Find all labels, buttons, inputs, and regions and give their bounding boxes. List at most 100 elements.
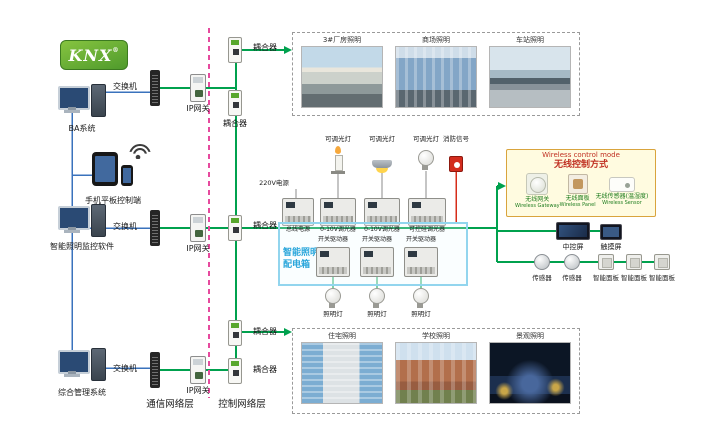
fire-alarm-icon: [449, 156, 463, 172]
sensor-label: 传感器: [532, 274, 552, 282]
scene-photo: [489, 46, 571, 108]
scene-label: 住宅照明: [328, 332, 356, 340]
scene-item: 商场照明: [395, 35, 477, 108]
module-label-switch-actuator: 开关驱动器: [405, 236, 436, 243]
registered-mark: ®: [112, 46, 120, 54]
switch-label: 交换机: [113, 364, 137, 373]
lamp-label: 照明灯: [323, 310, 343, 318]
smart-panel-icon: [654, 254, 670, 270]
panel-title-line1: 智能照明: [283, 248, 320, 258]
wireless-device-label-en: Wireless Sensor: [602, 200, 642, 207]
coupler-icon: [228, 215, 242, 241]
bulb-icon: [418, 150, 434, 171]
ip-gateway-icon: [190, 356, 206, 384]
wireless-device-label-cn: 无线网关: [525, 196, 550, 204]
load-label-dimmable-lamp: 可调光灯: [369, 135, 395, 143]
monitor-stand: [68, 371, 76, 374]
candle-lamp-icon: [331, 146, 345, 174]
scene-photo: [301, 342, 383, 404]
coupler-label: 耦合器: [253, 43, 277, 52]
ip-gateway-label: IP网关: [186, 244, 210, 253]
sensor-icon: [534, 254, 550, 270]
wireless-device: 无线网关 Wireless Gateway: [515, 173, 560, 209]
coupler-icon: [228, 37, 242, 63]
load-label-dimmable-lamp: 可调光灯: [413, 135, 439, 143]
bulb-icon: [325, 288, 341, 309]
bulb-icon: [413, 288, 429, 309]
tablet-icon: [92, 152, 118, 186]
power-label: 220V电源: [259, 179, 289, 187]
din-module-icon: [320, 198, 356, 226]
smart-panel-icon: [598, 254, 614, 270]
scene-label: 3#厂房照明: [322, 36, 362, 44]
wireless-device: 无线面板 Wireless Panel: [560, 173, 596, 209]
switch-label: 交换机: [113, 82, 137, 91]
sensor-icon: [564, 254, 580, 270]
load-label-fire-signal: 消防信号: [443, 135, 469, 143]
scene-item: 住宅照明: [301, 331, 383, 404]
wireless-device-label-cn: 无线传感器(温湿度): [595, 193, 649, 201]
switch-label: 交换机: [113, 222, 137, 231]
module-label-bus-psu: 总线电源: [285, 226, 310, 233]
wireless-gateway-icon: [526, 173, 549, 196]
coupler-label: 耦合器: [253, 365, 277, 374]
din-module-icon: [360, 247, 394, 277]
din-module-icon: [404, 247, 438, 277]
panel-title: 智能照明 配电箱: [283, 248, 319, 271]
desktop-computer-icon: [58, 204, 106, 238]
module-label-switch-actuator: 开关驱动器: [317, 236, 348, 243]
scene-photo: [489, 342, 571, 404]
central-screen-label: 中控屏: [562, 243, 584, 251]
switch-icon: [150, 352, 160, 388]
scene-label: 车站照明: [516, 36, 544, 44]
knx-logo-text: KNX: [68, 45, 113, 65]
load-label-dimmable-lamp: 可调光灯: [325, 135, 351, 143]
panel-title-line2: 配电箱: [283, 259, 311, 270]
touch-screen-icon: [600, 224, 622, 240]
scene-item: 3#厂房照明: [301, 35, 383, 108]
layer-label-control: 控制网络层: [218, 399, 266, 410]
scene-photo: [301, 46, 383, 108]
lamp-label: 照明灯: [367, 310, 387, 318]
coupler-icon: [228, 320, 242, 346]
din-module-icon: [364, 198, 400, 226]
top-scene-group: 3#厂房照明 商场照明 车站照明: [292, 32, 580, 116]
lamp-label: 照明灯: [411, 310, 431, 318]
bottom-scene-group: 住宅照明 学校照明 景观照明: [292, 328, 580, 414]
module-label-dimmer: 0-10V调光器: [364, 226, 400, 233]
desktop-computer-icon: [58, 84, 106, 118]
din-module-icon: [408, 198, 446, 226]
smart-panel-icon: [626, 254, 642, 270]
monitor-stand: [68, 107, 76, 110]
module-label-switch-actuator: 开关驱动器: [361, 236, 392, 243]
bulb-icon: [369, 288, 385, 309]
coupler-icon: [228, 90, 242, 116]
wireless-control-box: Wireless control mode 无线控制方式 无线网关 Wirele…: [506, 149, 656, 217]
coupler-icon: [228, 358, 242, 384]
wireless-title-en: Wireless control mode: [542, 151, 620, 159]
scene-item: 学校照明: [395, 331, 477, 404]
scene-label: 景观照明: [516, 332, 544, 340]
downlight-icon: [372, 160, 392, 173]
knx-logo: KNX®: [60, 40, 128, 70]
switch-icon: [150, 70, 160, 106]
wireless-device-label-cn: 无线面板: [565, 195, 590, 203]
ip-gateway-label: IP网关: [186, 104, 210, 113]
wireless-device-label-en: Wireless Gateway: [515, 203, 560, 210]
workstation-label-ba: BA系统: [68, 124, 96, 133]
wireless-panel-icon: [567, 174, 588, 195]
coupler-label: 耦合器: [253, 327, 277, 336]
module-label-dimmer: 0-10V调光器: [320, 226, 356, 233]
switch-icon: [150, 210, 160, 246]
workstation-label-monitor-software: 智能照明监控软件: [50, 242, 114, 251]
workstation-label-management: 综合管理系统: [58, 388, 106, 397]
din-module-icon: [282, 198, 314, 226]
module-label-scr-dimmer: 可控硅调光器: [408, 226, 445, 233]
ip-gateway-icon: [190, 214, 206, 242]
wireless-title-cn: 无线控制方式: [553, 159, 608, 170]
scene-label: 学校照明: [422, 332, 450, 340]
smart-panel-label: 智能面板: [649, 274, 675, 282]
desktop-computer-icon: [58, 348, 106, 382]
layer-label-communication: 通信网络层: [146, 399, 194, 410]
